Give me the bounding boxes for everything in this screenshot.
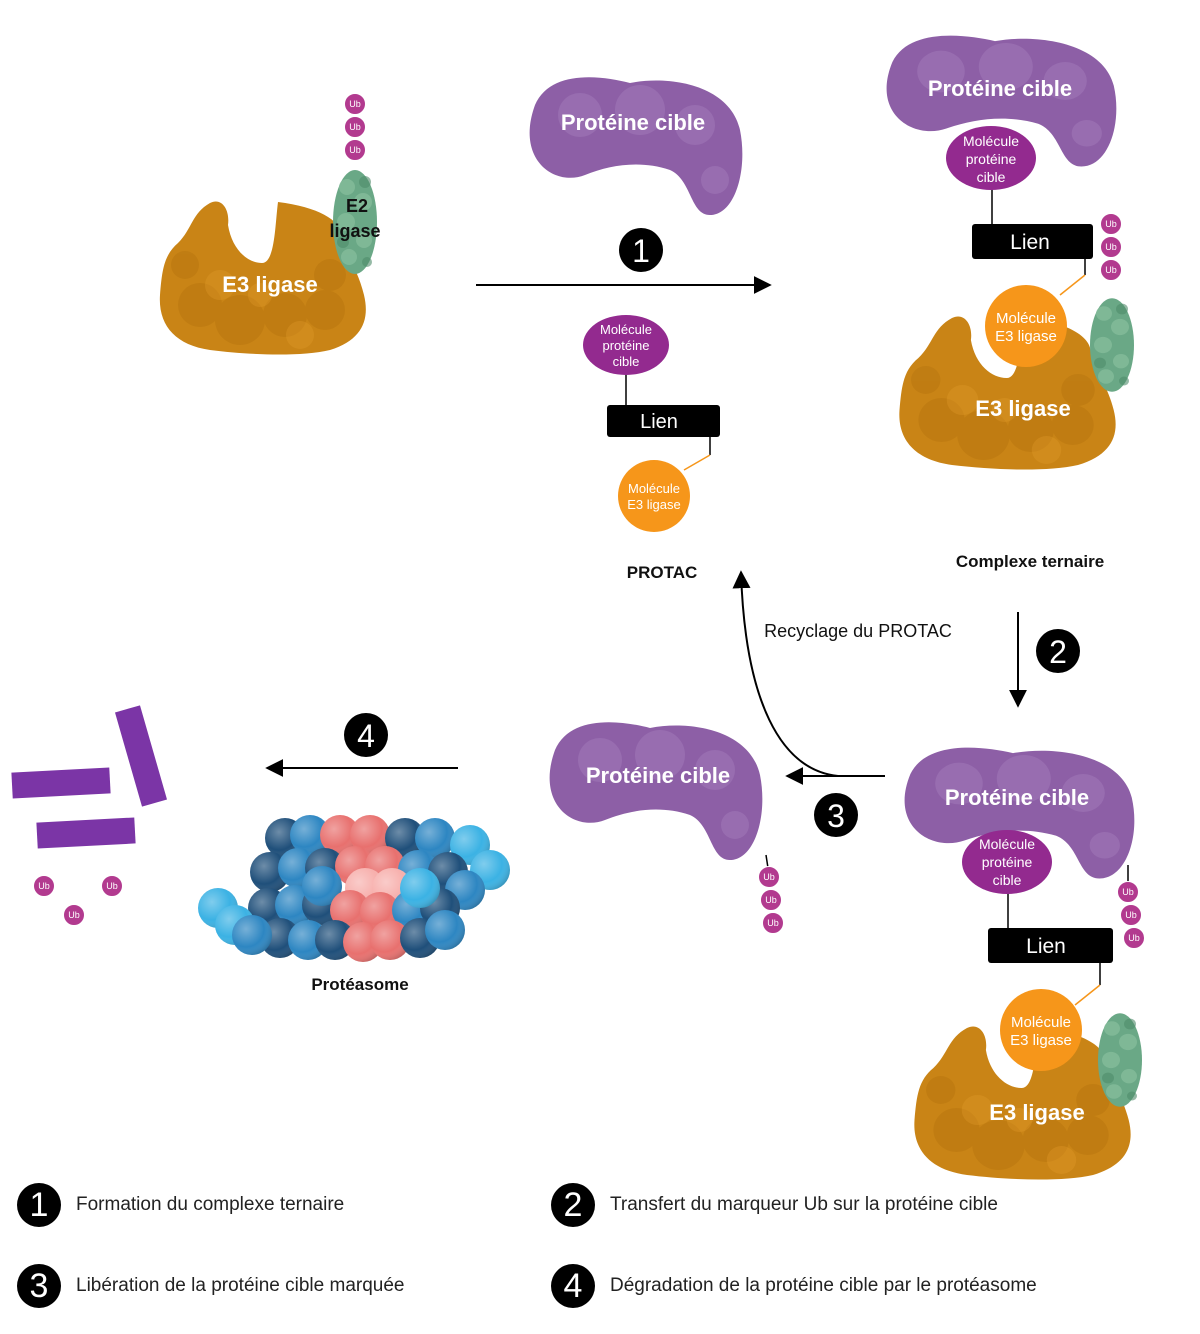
svg-text:Protéine cible: Protéine cible: [928, 76, 1072, 101]
free-ub: Ub Ub Ub: [33, 875, 123, 926]
tagged-protein: Protéine cible Ub Ub Ub: [549, 722, 784, 934]
svg-text:Ub: Ub: [1128, 933, 1140, 943]
svg-text:2: 2: [1049, 634, 1067, 670]
ternary-label: Complexe ternaire: [956, 552, 1104, 571]
ub-label: Ub: [349, 145, 361, 155]
step-3-badge: 3: [814, 793, 858, 837]
svg-text:E3 ligase: E3 ligase: [975, 396, 1070, 421]
svg-text:Ub: Ub: [1105, 265, 1117, 275]
ub-label: Ub: [349, 122, 361, 132]
svg-text:Ub: Ub: [765, 895, 777, 905]
svg-text:E3 ligase: E3 ligase: [995, 328, 1057, 345]
svg-text:cible: cible: [977, 169, 1006, 185]
step-4-badge: 4: [344, 713, 388, 757]
svg-text:1: 1: [632, 233, 650, 269]
e3-e2-complex: Ub Ub Ub E2 ligase E3 ligase: [159, 93, 381, 355]
svg-text:Ub: Ub: [106, 881, 118, 891]
svg-text:Ub: Ub: [1125, 910, 1137, 920]
ternary-complex: Protéine cible Molécule protéine cible L…: [886, 35, 1134, 571]
recycling-label: Recyclage du PROTAC: [764, 621, 952, 641]
ub-chain-ternary: Ub Ub Ub: [1100, 213, 1122, 281]
ubiquitinated-complex: Protéine cible Molécule protéine cible L…: [904, 747, 1145, 1180]
svg-text:Ub: Ub: [763, 872, 775, 882]
svg-text:Ub: Ub: [1122, 887, 1134, 897]
linker-label: Lien: [640, 411, 678, 433]
protein-label: Protéine cible: [561, 110, 705, 135]
svg-text:E3 ligase: E3 ligase: [627, 497, 680, 512]
svg-text:E3 ligase: E3 ligase: [989, 1100, 1084, 1125]
ub-chain-e2: Ub Ub Ub: [344, 93, 366, 161]
protac-molecule: Molécule protéine cible Lien Molécule E3…: [583, 315, 720, 582]
step-1-badge: 1: [619, 228, 663, 272]
e2-label: ligase: [329, 221, 380, 241]
svg-text:protéine: protéine: [982, 854, 1033, 870]
svg-text:protéine: protéine: [966, 151, 1017, 167]
protein-fragments: Ub Ub Ub: [11, 705, 168, 926]
e3-label: E3 ligase: [222, 272, 317, 297]
svg-text:3: 3: [827, 798, 845, 834]
svg-text:Lien: Lien: [1026, 935, 1066, 958]
ub-chain-released: Ub Ub Ub: [758, 866, 784, 934]
svg-text:Molécule: Molécule: [979, 836, 1035, 852]
arrow-recycling: [732, 570, 839, 777]
svg-text:Ub: Ub: [1105, 242, 1117, 252]
svg-text:Molécule: Molécule: [963, 133, 1019, 149]
ub-label: Ub: [349, 99, 361, 109]
svg-text:protéine: protéine: [603, 338, 650, 353]
svg-text:Lien: Lien: [1010, 231, 1050, 254]
svg-text:cible: cible: [993, 872, 1022, 888]
svg-text:E3 ligase: E3 ligase: [1010, 1032, 1072, 1049]
svg-text:Molécule: Molécule: [996, 310, 1056, 327]
step-2-badge: 2: [1036, 629, 1080, 673]
e2-label: E2: [346, 196, 368, 216]
ub-chain-protein: Ub Ub Ub: [1117, 881, 1145, 949]
svg-text:Ub: Ub: [38, 881, 50, 891]
proteasome-label: Protéasome: [311, 975, 408, 994]
svg-text:Molécule: Molécule: [1011, 1014, 1071, 1031]
svg-text:Molécule: Molécule: [600, 322, 652, 337]
svg-text:Protéine cible: Protéine cible: [945, 785, 1089, 810]
svg-text:Molécule: Molécule: [628, 481, 680, 496]
svg-text:Protéine cible: Protéine cible: [586, 763, 730, 788]
svg-text:4: 4: [357, 718, 375, 754]
proteasome: Protéasome: [198, 815, 510, 994]
free-target-protein: Protéine cible: [529, 77, 743, 215]
svg-text:cible: cible: [613, 354, 640, 369]
svg-text:Ub: Ub: [68, 910, 80, 920]
svg-text:Ub: Ub: [1105, 219, 1117, 229]
protac-label: PROTAC: [627, 563, 698, 582]
svg-text:Ub: Ub: [767, 918, 779, 928]
